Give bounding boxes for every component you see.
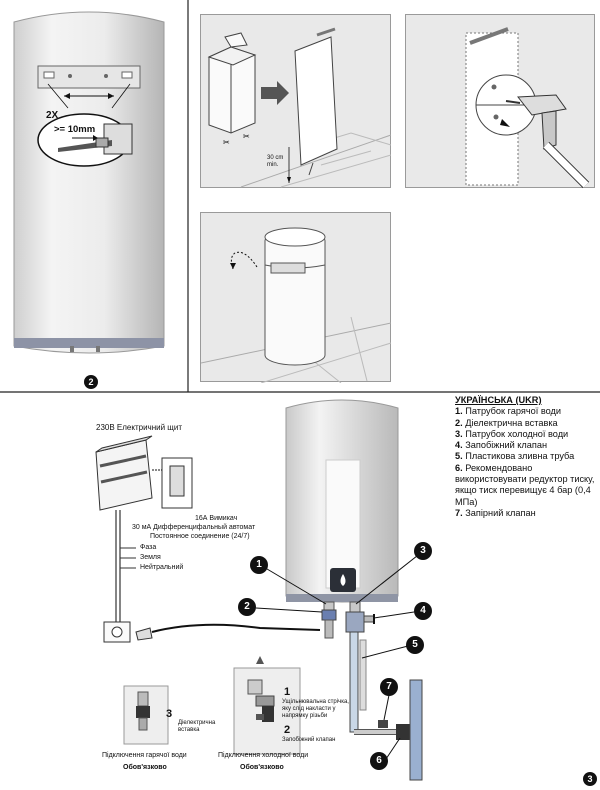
unpacking-illustration: ✂ ✂ [207, 27, 392, 188]
svg-text:✂: ✂ [243, 132, 250, 141]
cold-detail-caption: Підключення холодної води [218, 752, 309, 759]
drilling-panel [405, 14, 595, 189]
hot-detail-num: 3 [166, 708, 173, 720]
label-depth: >= 10mm [54, 124, 96, 135]
legend-item: 4. Запобіжний клапан [455, 440, 548, 451]
heater-hanging-illustration [201, 227, 392, 383]
unpacking-panel: ✂ ✂ 30 cm min. [200, 14, 392, 188]
legend-item: 1. Патрубок гарячої води [455, 406, 562, 417]
hot-detail-caption: Підключення гарячої води [102, 752, 187, 759]
breaker-line-1: 16А Вимикач [195, 515, 238, 522]
hot-detail-mandatory: Обов'язково [123, 764, 167, 771]
cold-detail-num-1: 1 [284, 686, 291, 698]
cold-detail-note-1: Ущільнювальна стрічка, яку слід накласти… [282, 699, 349, 719]
legend-item: 6. Рекомендовано використовувати редукто… [455, 462, 595, 507]
bracket-mount-panel [200, 212, 392, 383]
legend-item: 5. Пластикова зливна труба [455, 451, 575, 462]
label-2x: 2X [46, 110, 59, 121]
hot-detail-note: Діелектрична вставка [178, 720, 216, 733]
svg-text:✂: ✂ [223, 138, 230, 147]
cold-detail-num-2: 2 [284, 724, 291, 736]
legend-item: 7. Запірний клапан [455, 507, 536, 518]
cold-detail-note-2: Запобіжний клапан [282, 737, 336, 743]
step-badge-3: 3 [583, 772, 597, 786]
step2-panel: 2X >= 10mm 2 [0, 0, 188, 392]
clearance-label: 30 cm min. [267, 155, 284, 168]
callout-4: 4 [414, 602, 432, 620]
wire-phase-label: Фаза [140, 544, 157, 551]
legend-item: 2. Діелектрична вставка [455, 417, 558, 428]
breaker-line-2: 30 мА Дифференцифальный автомат [132, 524, 256, 531]
legend-item: 3. Патрубок холодної води [455, 428, 569, 439]
callout-2: 2 [238, 598, 256, 616]
wire-neutral-label: Нейтральний [140, 564, 184, 571]
breaker-line-3: Постоянное соединение (24/7) [150, 533, 250, 540]
callout-3: 3 [414, 542, 432, 560]
callout-5: 5 [406, 636, 424, 654]
drilling-illustration [465, 27, 590, 189]
parts-legend: УКРАЇНСЬКА (UKR) 1. Патрубок гарячої вод… [455, 395, 598, 519]
heater-front-illustration [13, 11, 165, 354]
legend-title: УКРАЇНСЬКА (UKR) [455, 395, 542, 405]
callout-7: 7 [380, 678, 398, 696]
callout-6: 6 [370, 752, 388, 770]
electric-panel-title: 230В Електричний щит [96, 423, 182, 432]
callout-1: 1 [250, 556, 268, 574]
wire-earth-label: Земля [140, 554, 161, 561]
cold-detail-mandatory: Обов'язково [240, 764, 284, 771]
step-badge-2: 2 [84, 375, 98, 389]
